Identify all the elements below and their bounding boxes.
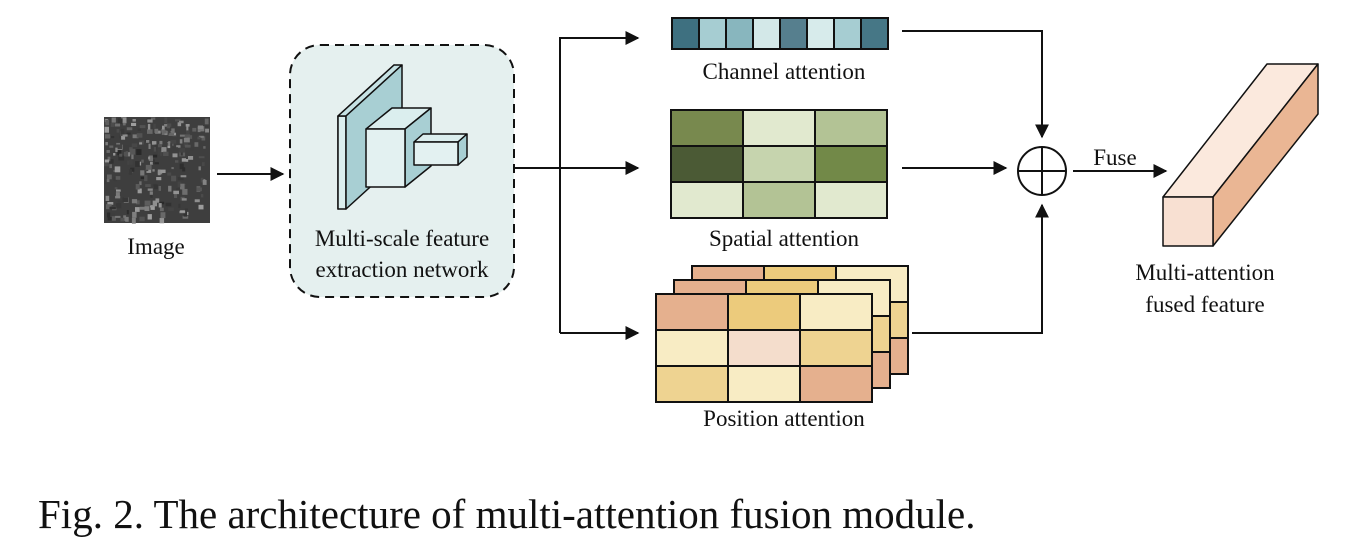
spatial-cell — [742, 145, 816, 183]
channel-attention-grid — [671, 17, 889, 50]
spatial-cell — [742, 109, 816, 147]
channel-cell — [698, 17, 727, 50]
position-cell — [655, 365, 729, 403]
position-attention-label: Position attention — [703, 406, 865, 431]
spatial-cell — [670, 181, 744, 219]
fused-feature-icon — [1162, 63, 1319, 247]
position-attention-stack — [655, 265, 909, 403]
position-cell — [655, 293, 729, 331]
extractor-label-line1: Multi-scale feature — [315, 226, 489, 251]
spatial-cell — [814, 181, 888, 219]
channel-cell — [860, 17, 889, 50]
fuse-label: Fuse — [1093, 145, 1136, 170]
channel-cell — [671, 17, 700, 50]
position-layer — [655, 293, 873, 403]
channel-cell — [752, 17, 781, 50]
channel-cell — [779, 17, 808, 50]
channel-cell — [725, 17, 754, 50]
spatial-cell — [814, 145, 888, 183]
spatial-attention-grid — [670, 109, 888, 219]
spatial-cell — [670, 109, 744, 147]
channel-cell — [833, 17, 862, 50]
extractor-label-line2: extraction network — [315, 257, 489, 282]
position-cell — [727, 365, 801, 403]
multi-scale-blocks-icon — [337, 64, 468, 210]
spatial-cell — [814, 109, 888, 147]
position-cell — [727, 293, 801, 331]
input-image — [104, 117, 210, 224]
position-cell — [727, 329, 801, 367]
spatial-cell — [670, 145, 744, 183]
image-label: Image — [127, 234, 184, 259]
channel-cell — [806, 17, 835, 50]
fused-feature-label-line1: Multi-attention — [1135, 260, 1275, 285]
position-cell — [655, 329, 729, 367]
fusion-connectors — [902, 30, 1049, 334]
oplus-icon — [1017, 146, 1067, 196]
spatial-cell — [742, 181, 816, 219]
position-cell — [799, 329, 873, 367]
fused-feature-label-line2: fused feature — [1145, 292, 1264, 317]
channel-attention-label: Channel attention — [703, 59, 866, 84]
position-cell — [799, 365, 873, 403]
figure-caption: Fig. 2. The architecture of multi-attent… — [38, 491, 975, 537]
spatial-attention-label: Spatial attention — [709, 226, 860, 251]
position-cell — [799, 293, 873, 331]
branch-connector — [514, 31, 640, 340]
